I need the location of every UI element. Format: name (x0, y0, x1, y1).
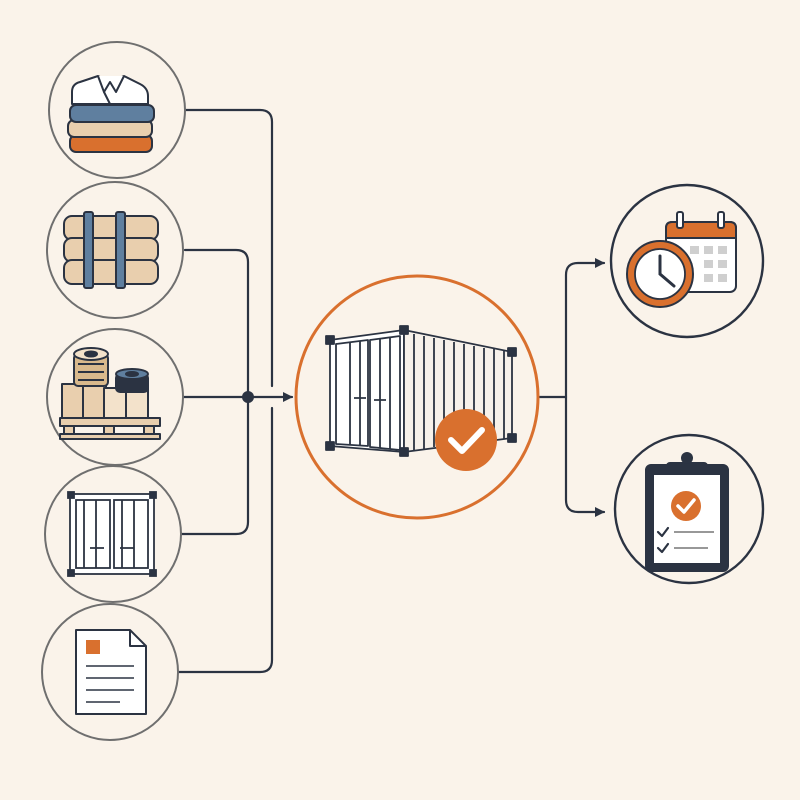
container-doors-icon (67, 491, 157, 577)
output-node-checklist (613, 433, 765, 585)
connector-document (176, 406, 274, 674)
input-node-bales (46, 181, 184, 319)
input-node-clothes (48, 41, 186, 179)
clock-icon (626, 240, 694, 308)
input-node-document (41, 603, 179, 741)
pallet-with-rolls-icon (59, 347, 161, 440)
arrow-to-checklist (564, 395, 606, 517)
connector-clothes (183, 108, 274, 388)
junction-dot (242, 391, 254, 403)
folded-clothes-icon (67, 75, 155, 153)
output-node-schedule (609, 183, 765, 339)
input-node-pallet (46, 328, 184, 466)
clipboard-check-icon (645, 452, 729, 572)
arrow-to-schedule (564, 258, 606, 399)
connector-bales (183, 248, 250, 399)
input-node-container-doors (44, 465, 182, 603)
strapped-bales-icon (63, 211, 159, 289)
approved-check-icon (435, 409, 497, 471)
connector-lines (176, 108, 606, 674)
document-icon (75, 629, 147, 715)
center-node-container (294, 274, 540, 520)
connector-doors (179, 395, 250, 536)
